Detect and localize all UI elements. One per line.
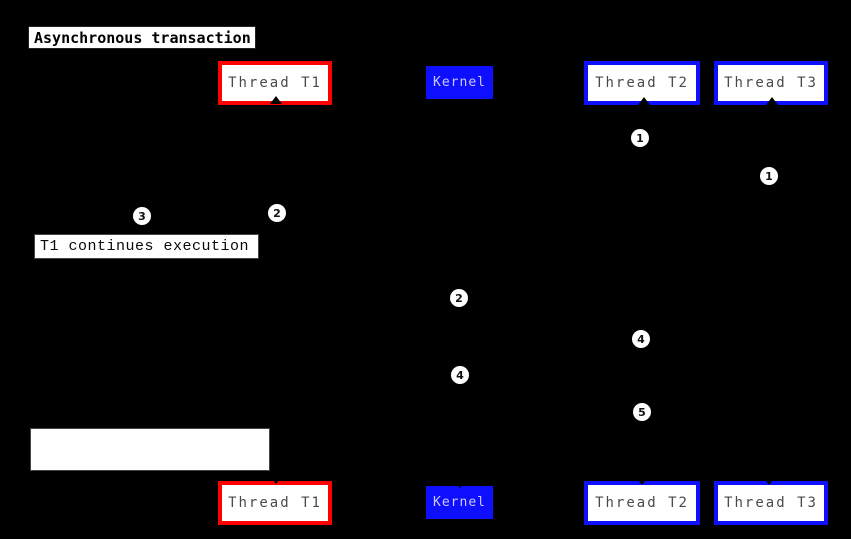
participant-thread-t1-bottom: Thread T1	[218, 481, 332, 525]
sequence-marker: 2	[268, 204, 286, 222]
arrowhead-icon	[270, 96, 282, 104]
sequence-marker: 1	[631, 129, 649, 147]
note-t1-continues-text: T1 continues execution	[40, 238, 250, 255]
participant-kernel-top: Kernel	[426, 66, 493, 99]
participant-thread-t2-bottom: Thread T2	[584, 481, 700, 525]
arrowhead-icon	[636, 477, 648, 485]
participant-kernel-label: Kernel	[433, 75, 486, 90]
arrowhead-icon	[766, 97, 778, 105]
participant-thread-t3-label: Thread T3	[724, 75, 818, 91]
sequence-marker: 3	[133, 207, 151, 225]
participant-thread-t2-label: Thread T2	[595, 495, 689, 511]
arrowhead-icon	[763, 477, 775, 485]
participant-thread-t1-label: Thread T1	[228, 495, 322, 511]
arrowhead-icon	[638, 97, 650, 105]
participant-thread-t1-label: Thread T1	[228, 75, 322, 91]
arrowhead-icon	[270, 476, 282, 484]
arrowhead-icon	[455, 482, 465, 488]
sequence-marker: 2	[450, 289, 468, 307]
participant-thread-t2-label: Thread T2	[595, 75, 689, 91]
diagram-title: Asynchronous transaction	[34, 28, 251, 47]
sequence-marker: 1	[760, 167, 778, 185]
sequence-marker: 4	[632, 330, 650, 348]
note-t1-continues: T1 continues execution	[34, 234, 259, 259]
participant-kernel-label: Kernel	[433, 495, 486, 510]
participant-kernel-bottom: Kernel	[426, 486, 493, 519]
diagram-title-note: Asynchronous transaction	[28, 26, 256, 49]
participant-thread-t3-label: Thread T3	[724, 495, 818, 511]
participant-thread-t3-bottom: Thread T3	[714, 481, 828, 525]
note-empty	[30, 428, 270, 471]
sequence-marker: 4	[451, 366, 469, 384]
sequence-marker: 5	[633, 403, 651, 421]
